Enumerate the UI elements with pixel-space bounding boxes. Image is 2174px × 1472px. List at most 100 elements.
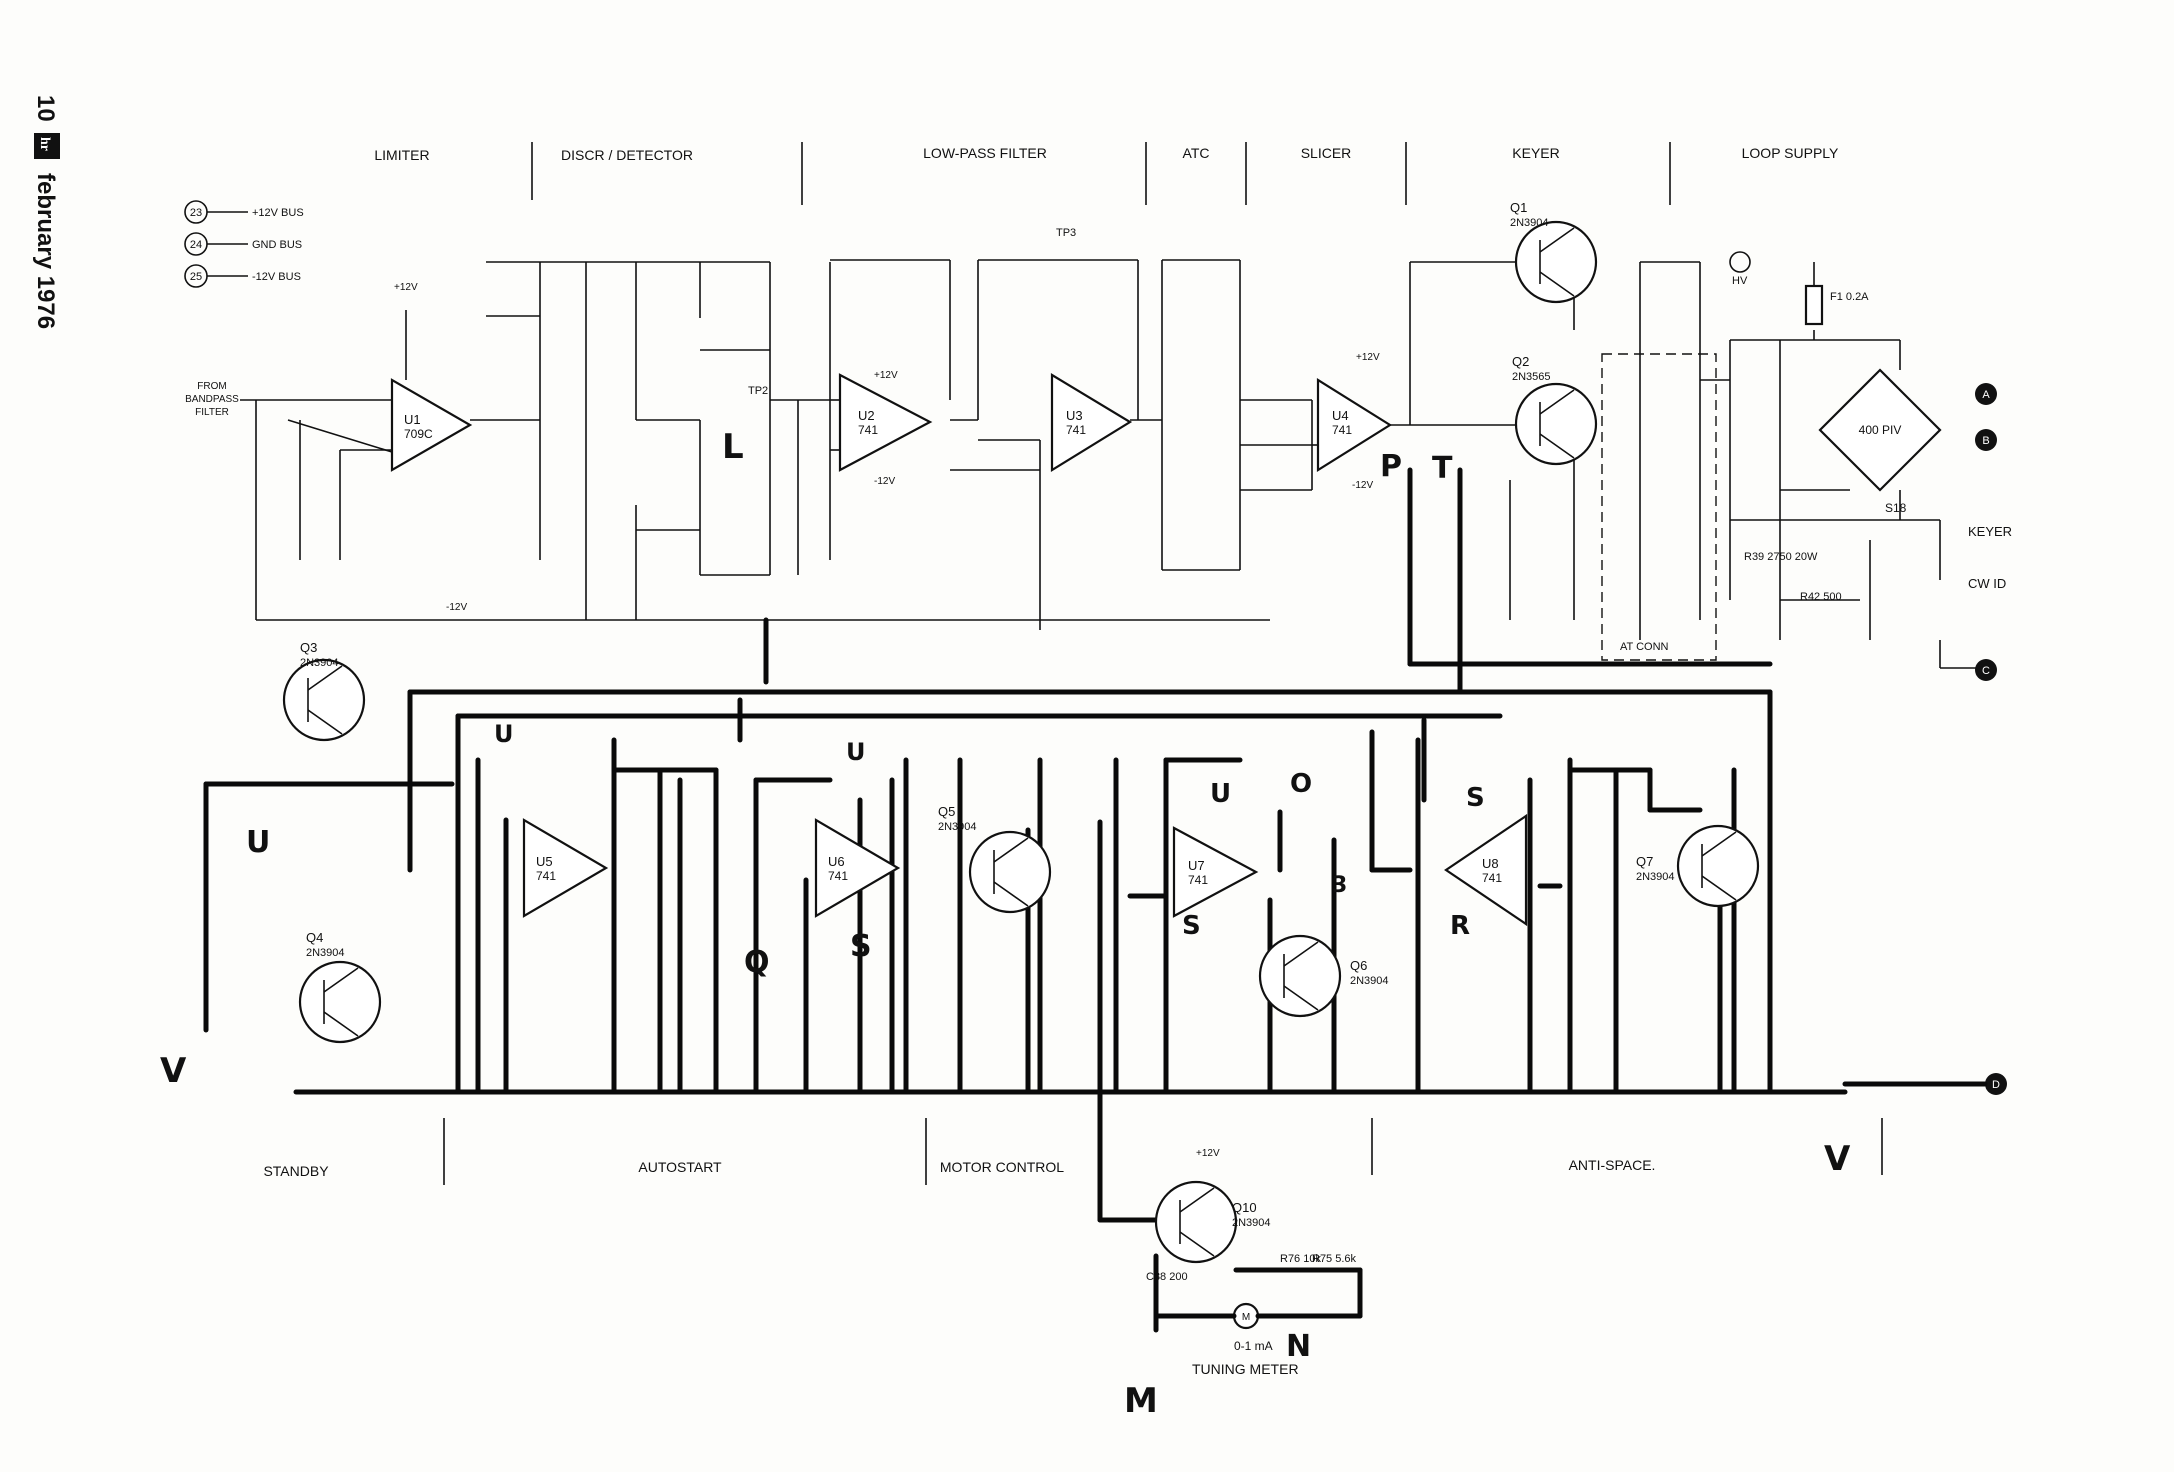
bus-legend: 23 +12V BUS 24 GND BUS 25 -12V BUS — [184, 200, 304, 288]
transistor-q6: Q6 2N3904 — [1258, 934, 1389, 1018]
svg-text:TP3: TP3 — [1056, 227, 1076, 239]
svg-text:23: 23 — [190, 207, 202, 219]
svg-text:A: A — [1982, 389, 1990, 401]
svg-text:Q7: Q7 — [1636, 854, 1653, 869]
svg-text:2N3565: 2N3565 — [1512, 371, 1551, 383]
svg-text:Q1: Q1 — [1510, 200, 1527, 215]
transistor-q7: Q7 2N3904 — [1636, 824, 1760, 908]
svg-text:2N3904: 2N3904 — [300, 657, 339, 669]
svg-text:-12V: -12V — [1352, 480, 1373, 491]
transistor-q5: Q5 2N3904 — [938, 804, 1052, 914]
svg-text:741: 741 — [536, 869, 556, 883]
top-section-labels: LIMITER DISCR / DETECTOR LOW-PASS FILTER… — [374, 145, 1839, 163]
svg-text:U8: U8 — [1482, 856, 1499, 871]
section-standby: STANDBY — [263, 1163, 329, 1179]
svg-text:B: B — [1982, 435, 1989, 447]
opamp-u3: U3 741 — [1050, 373, 1133, 472]
transistor-q4: Q4 2N3904 — [298, 930, 382, 1044]
page-number: 10 — [32, 95, 59, 122]
svg-text:KEYER: KEYER — [1968, 524, 2012, 539]
svg-text:24: 24 — [190, 239, 202, 251]
opamp-u7: U7 741 — [1172, 826, 1259, 918]
transistor-q10: Q10 2N3904 — [1154, 1180, 1271, 1264]
svg-text:BANDPASS: BANDPASS — [185, 394, 239, 405]
svg-text:-12V BUS: -12V BUS — [252, 271, 301, 283]
opamp-u8: U8 741 — [1444, 813, 1528, 927]
svg-text:709C: 709C — [404, 427, 433, 441]
svg-text:U2: U2 — [858, 408, 875, 423]
svg-text:U: U — [246, 825, 270, 860]
loop-supply: F1 0.2A HV 400 PIV R39 2750 20W R42 500 … — [1601, 251, 2012, 1095]
svg-text:741: 741 — [1482, 871, 1502, 885]
svg-text:R39 2750 20W: R39 2750 20W — [1744, 551, 1818, 563]
section-autostart: AUTOSTART — [638, 1159, 722, 1175]
svg-text:Q3: Q3 — [300, 640, 317, 655]
section-keyer: KEYER — [1512, 145, 1559, 161]
upper-wiring — [240, 240, 1980, 669]
opamp-u4: U4 741 — [1316, 378, 1393, 472]
svg-text:T: T — [1432, 451, 1453, 486]
svg-text:+12V: +12V — [874, 370, 898, 381]
svg-text:U: U — [494, 720, 514, 748]
svg-text:+12V: +12V — [1196, 1148, 1220, 1159]
svg-text:CW ID: CW ID — [1968, 576, 2006, 591]
connector-a — [1975, 383, 1997, 405]
svg-text:M: M — [1124, 1381, 1158, 1421]
hr-logo — [34, 133, 60, 159]
heavy-wiring — [203, 467, 1848, 1223]
svg-text:3: 3 — [1332, 873, 1347, 898]
svg-text:2N3904: 2N3904 — [1510, 217, 1549, 229]
svg-text:-12V: -12V — [874, 476, 895, 487]
opamp-u1: U1 709C — [390, 378, 473, 472]
svg-text:2N3904: 2N3904 — [1636, 871, 1675, 883]
svg-text:2N3904: 2N3904 — [938, 821, 977, 833]
connector-b — [1975, 429, 1997, 451]
svg-text:S: S — [1466, 783, 1485, 813]
transistor-q1: Q1 2N3904 — [1510, 200, 1598, 304]
svg-text:741: 741 — [1066, 423, 1086, 437]
svg-text:R42 500: R42 500 — [1800, 591, 1842, 603]
svg-text:TP2: TP2 — [748, 385, 768, 397]
svg-text:C: C — [1982, 665, 1990, 677]
section-atc: ATC — [1183, 145, 1210, 161]
svg-text:S: S — [850, 929, 872, 964]
svg-text:R76 10k: R76 10k — [1280, 1253, 1321, 1265]
svg-text:+12V: +12V — [394, 282, 418, 293]
svg-text:D: D — [1992, 1079, 2000, 1091]
svg-text:C38 200: C38 200 — [1146, 1271, 1188, 1283]
svg-text:F1 0.2A: F1 0.2A — [1830, 291, 1869, 303]
connector-c — [1975, 659, 1997, 681]
svg-text:Q: Q — [744, 945, 770, 980]
svg-text:hr: hr — [37, 137, 52, 151]
handwritten-annotations: L P T U U U U S S S R Q V V M N O 3 — [160, 427, 1851, 1421]
svg-text:-12V: -12V — [446, 602, 467, 613]
svg-text:N: N — [1286, 1329, 1311, 1364]
svg-text:Q2: Q2 — [1512, 354, 1529, 369]
svg-text:GND BUS: GND BUS — [252, 239, 302, 251]
svg-text:25: 25 — [190, 271, 202, 283]
svg-text:S18: S18 — [1885, 501, 1907, 515]
section-anti-space: ANTI-SPACE. — [1569, 1157, 1656, 1173]
svg-text:R75 5.6k: R75 5.6k — [1312, 1253, 1357, 1265]
connector-d — [1985, 1073, 2007, 1095]
svg-text:2N3904: 2N3904 — [306, 947, 345, 959]
svg-text:HV: HV — [1732, 275, 1748, 287]
svg-text:0-1 mA: 0-1 mA — [1234, 1339, 1273, 1353]
section-discr: DISCR / DETECTOR — [561, 147, 693, 163]
svg-text:741: 741 — [1332, 423, 1352, 437]
svg-text:M: M — [1242, 1312, 1250, 1323]
svg-text:U: U — [846, 738, 866, 766]
section-motor-control: MOTOR CONTROL — [940, 1159, 1064, 1175]
svg-text:FILTER: FILTER — [195, 407, 229, 418]
opamp-u5: U5 741 — [522, 818, 609, 918]
svg-text:Q10: Q10 — [1232, 1200, 1257, 1215]
rail-labels: +12V -12V +12V -12V +12V -12V +12V — [394, 282, 1380, 1159]
svg-text:400 PIV: 400 PIV — [1859, 423, 1902, 437]
svg-text:V: V — [1824, 1139, 1851, 1179]
svg-text:2N3904: 2N3904 — [1232, 1217, 1271, 1229]
transistor-q2: Q2 2N3565 — [1512, 354, 1598, 466]
transistor-q3: Q3 2N3904 — [282, 640, 366, 742]
svg-text:741: 741 — [858, 423, 878, 437]
